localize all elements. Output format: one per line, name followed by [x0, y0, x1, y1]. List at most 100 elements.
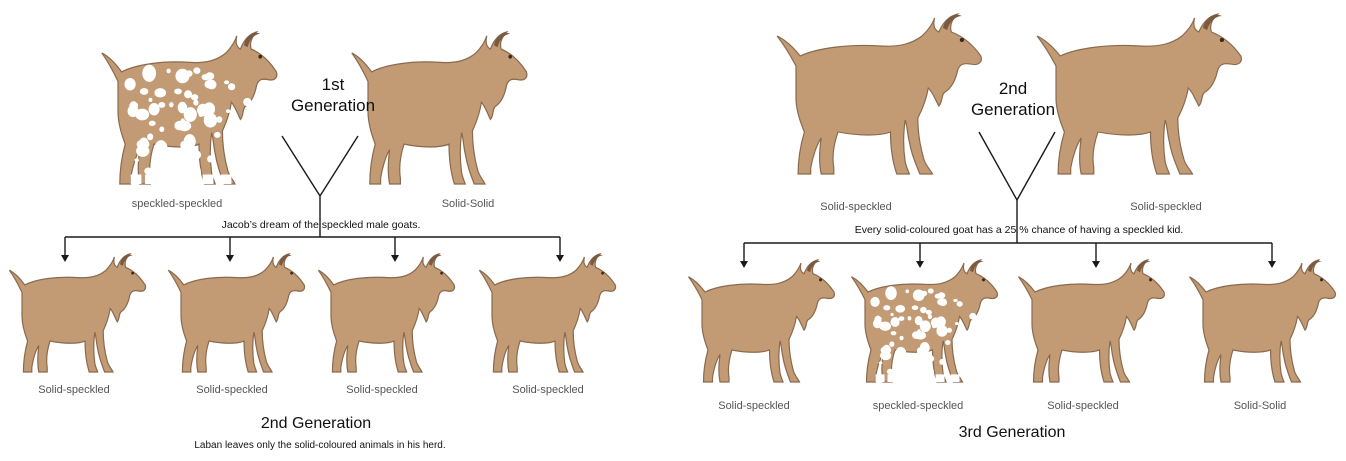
- left-parent-1-goat-speckle: [199, 111, 204, 117]
- left-offspring-1-goat: [9, 254, 145, 372]
- left-offspring-2-goat-eye: [290, 272, 293, 275]
- left-parent-1-goat-speckle: [146, 70, 150, 73]
- left-parent-1-goat-speckle: [226, 109, 231, 113]
- left-parent-1-goat-speckle: [235, 162, 243, 172]
- right-offspring-4-goat: [1190, 260, 1336, 382]
- left-parent-1-goat-speckle: [154, 88, 166, 97]
- right-offspring-2-goat-speckle: [962, 365, 968, 373]
- right-offspring-2-goat-eye: [982, 278, 985, 281]
- left-parent-1-goat-speckle: [178, 163, 191, 176]
- left-parent-1-goat-speckle: [216, 116, 222, 123]
- right-offspring-2-goat-speckle: [920, 320, 931, 332]
- left-parent-1-goat-speckle: [214, 132, 220, 138]
- right-arrow-3-head: [1092, 261, 1100, 268]
- left-parent-1-goat-speckle: [158, 102, 165, 108]
- left-parent-1-goat-speckle: [203, 102, 215, 115]
- right-offspring-2-goat-speckle: [891, 331, 897, 335]
- left-parent-1-goat-speckle: [245, 128, 252, 135]
- right-offspring-2-goat-speckle: [920, 342, 930, 354]
- right-parent-1-goat-body: [777, 14, 981, 174]
- left-parent-1-goat-speckle: [174, 88, 182, 94]
- left-arrow-3-head: [391, 255, 399, 262]
- right-offspring-2-goat-speckle: [870, 297, 879, 307]
- left-offspring-4-label: Solid-speckled: [512, 384, 584, 396]
- right-parent-2-goat: [1037, 14, 1241, 174]
- right-arrow-2-head: [916, 261, 924, 268]
- left-bottom-caption: Laban leaves only the solid-coloured ani…: [194, 440, 445, 451]
- right-offspring-2-goat-speckle: [895, 305, 905, 313]
- right-parent-1-label: Solid-speckled: [820, 201, 892, 213]
- right-offspring-1-goat-eye: [819, 278, 822, 281]
- left-parent-1-goat-speckle: [224, 80, 229, 84]
- left-parent-1-goat-speckle: [155, 140, 168, 156]
- right-offspring-2-label: speckled-speckled: [873, 400, 964, 412]
- left-parent-1-goat-speckle: [134, 158, 138, 161]
- left-parent-1-goat-speckle: [147, 133, 153, 140]
- right-offspring-2-goat-speckle: [900, 361, 908, 369]
- right-offspring-2-goat-speckle: [874, 316, 881, 325]
- left-offspring-2-goat-body: [168, 254, 304, 372]
- left-parent-1-goat-speckle: [129, 101, 138, 112]
- left-parent-1-goat-speckle: [180, 154, 190, 164]
- right-offspring-2-goat-speckle: [912, 305, 919, 310]
- left-generation-title-line2: Generation: [291, 95, 375, 116]
- right-parent-1-goat: [777, 14, 981, 174]
- right-offspring-2-goat-speckle: [932, 324, 936, 329]
- left-cross-line-right: [320, 136, 358, 196]
- right-offspring-3-goat-eye: [1149, 278, 1152, 281]
- left-parent-1-goat-speckle: [190, 165, 200, 177]
- left-offspring-3-goat: [318, 254, 454, 372]
- right-parent-2-goat-body: [1037, 14, 1241, 174]
- right-offspring-2-goat-hoof: [888, 374, 897, 382]
- right-offspring-2-goat-speckle: [894, 360, 901, 366]
- left-parent-1-goat-hoof: [221, 175, 232, 185]
- right-offspring-2-goat-speckle: [926, 310, 932, 315]
- left-parent-1-goat-speckle: [159, 126, 164, 132]
- right-arrow-1-head: [740, 261, 748, 268]
- left-parent-1-goat-hoof: [203, 175, 214, 185]
- right-offspring-2-goat-speckle: [899, 336, 903, 340]
- right-offspring-2-goat-speckle: [965, 356, 975, 366]
- right-parent-2-goat-horn: [1203, 15, 1222, 30]
- left-parent-1-goat-speckle: [153, 157, 162, 164]
- right-offspring-2-goat-speckle: [896, 347, 907, 360]
- left-parent-1-goat-speckle: [207, 155, 213, 162]
- left-parent-1-goat-speckle: [191, 94, 198, 100]
- right-offspring-2-goat-speckle: [925, 367, 934, 377]
- left-parent-1-goat-speckle: [184, 134, 196, 149]
- left-parent-1-goat-speckle: [184, 107, 197, 122]
- right-offspring-2-goat-speckle: [957, 301, 963, 307]
- right-offspring-2-goat-speckle: [915, 365, 926, 375]
- left-arrow-2-head: [226, 255, 234, 262]
- right-offspring-2-goat-speckle: [887, 369, 894, 375]
- left-generation-title: 1st Generation: [291, 74, 375, 116]
- left-parent-1-label: speckled-speckled: [132, 198, 223, 210]
- right-offspring-2-goat-speckle: [945, 340, 950, 345]
- right-bottom-title: 3rd Generation: [959, 424, 1066, 442]
- right-offspring-2-goat-speckle: [939, 359, 944, 365]
- right-offspring-2-goat-speckle: [970, 337, 976, 342]
- left-cross-line-left: [282, 136, 320, 196]
- left-parent-2-goat-horn: [494, 33, 510, 47]
- left-offspring-2-goat: [168, 254, 304, 372]
- right-offspring-2-goat-speckle: [928, 288, 934, 293]
- right-offspring-2-goat-speckle: [955, 322, 959, 325]
- right-offspring-2-goat-speckle: [899, 316, 905, 321]
- left-parent-1-goat-speckle: [159, 166, 163, 169]
- left-offspring-4-goat-eye: [601, 272, 604, 275]
- left-parent-1-goat-speckle: [238, 152, 250, 165]
- left-parent-1-goat-speckle: [193, 67, 200, 74]
- left-parent-2-goat: [352, 32, 527, 184]
- left-parent-1-goat-speckle: [246, 120, 250, 124]
- right-offspring-2-goat-speckle: [889, 341, 894, 347]
- left-parent-1-goat-speckle: [160, 158, 170, 168]
- left-parent-1-goat-speckle: [139, 138, 149, 150]
- left-bottom-title: 2nd Generation: [261, 415, 371, 433]
- right-offspring-2-goat-speckle: [913, 289, 925, 301]
- right-offspring-2-goat-speckle: [888, 291, 892, 294]
- left-parent-1-goat-speckle: [205, 80, 216, 89]
- left-parent-1-goat-speckle: [202, 74, 210, 80]
- left-parent-1-goat-speckle: [175, 69, 189, 84]
- left-parent-1-goat: [102, 32, 277, 184]
